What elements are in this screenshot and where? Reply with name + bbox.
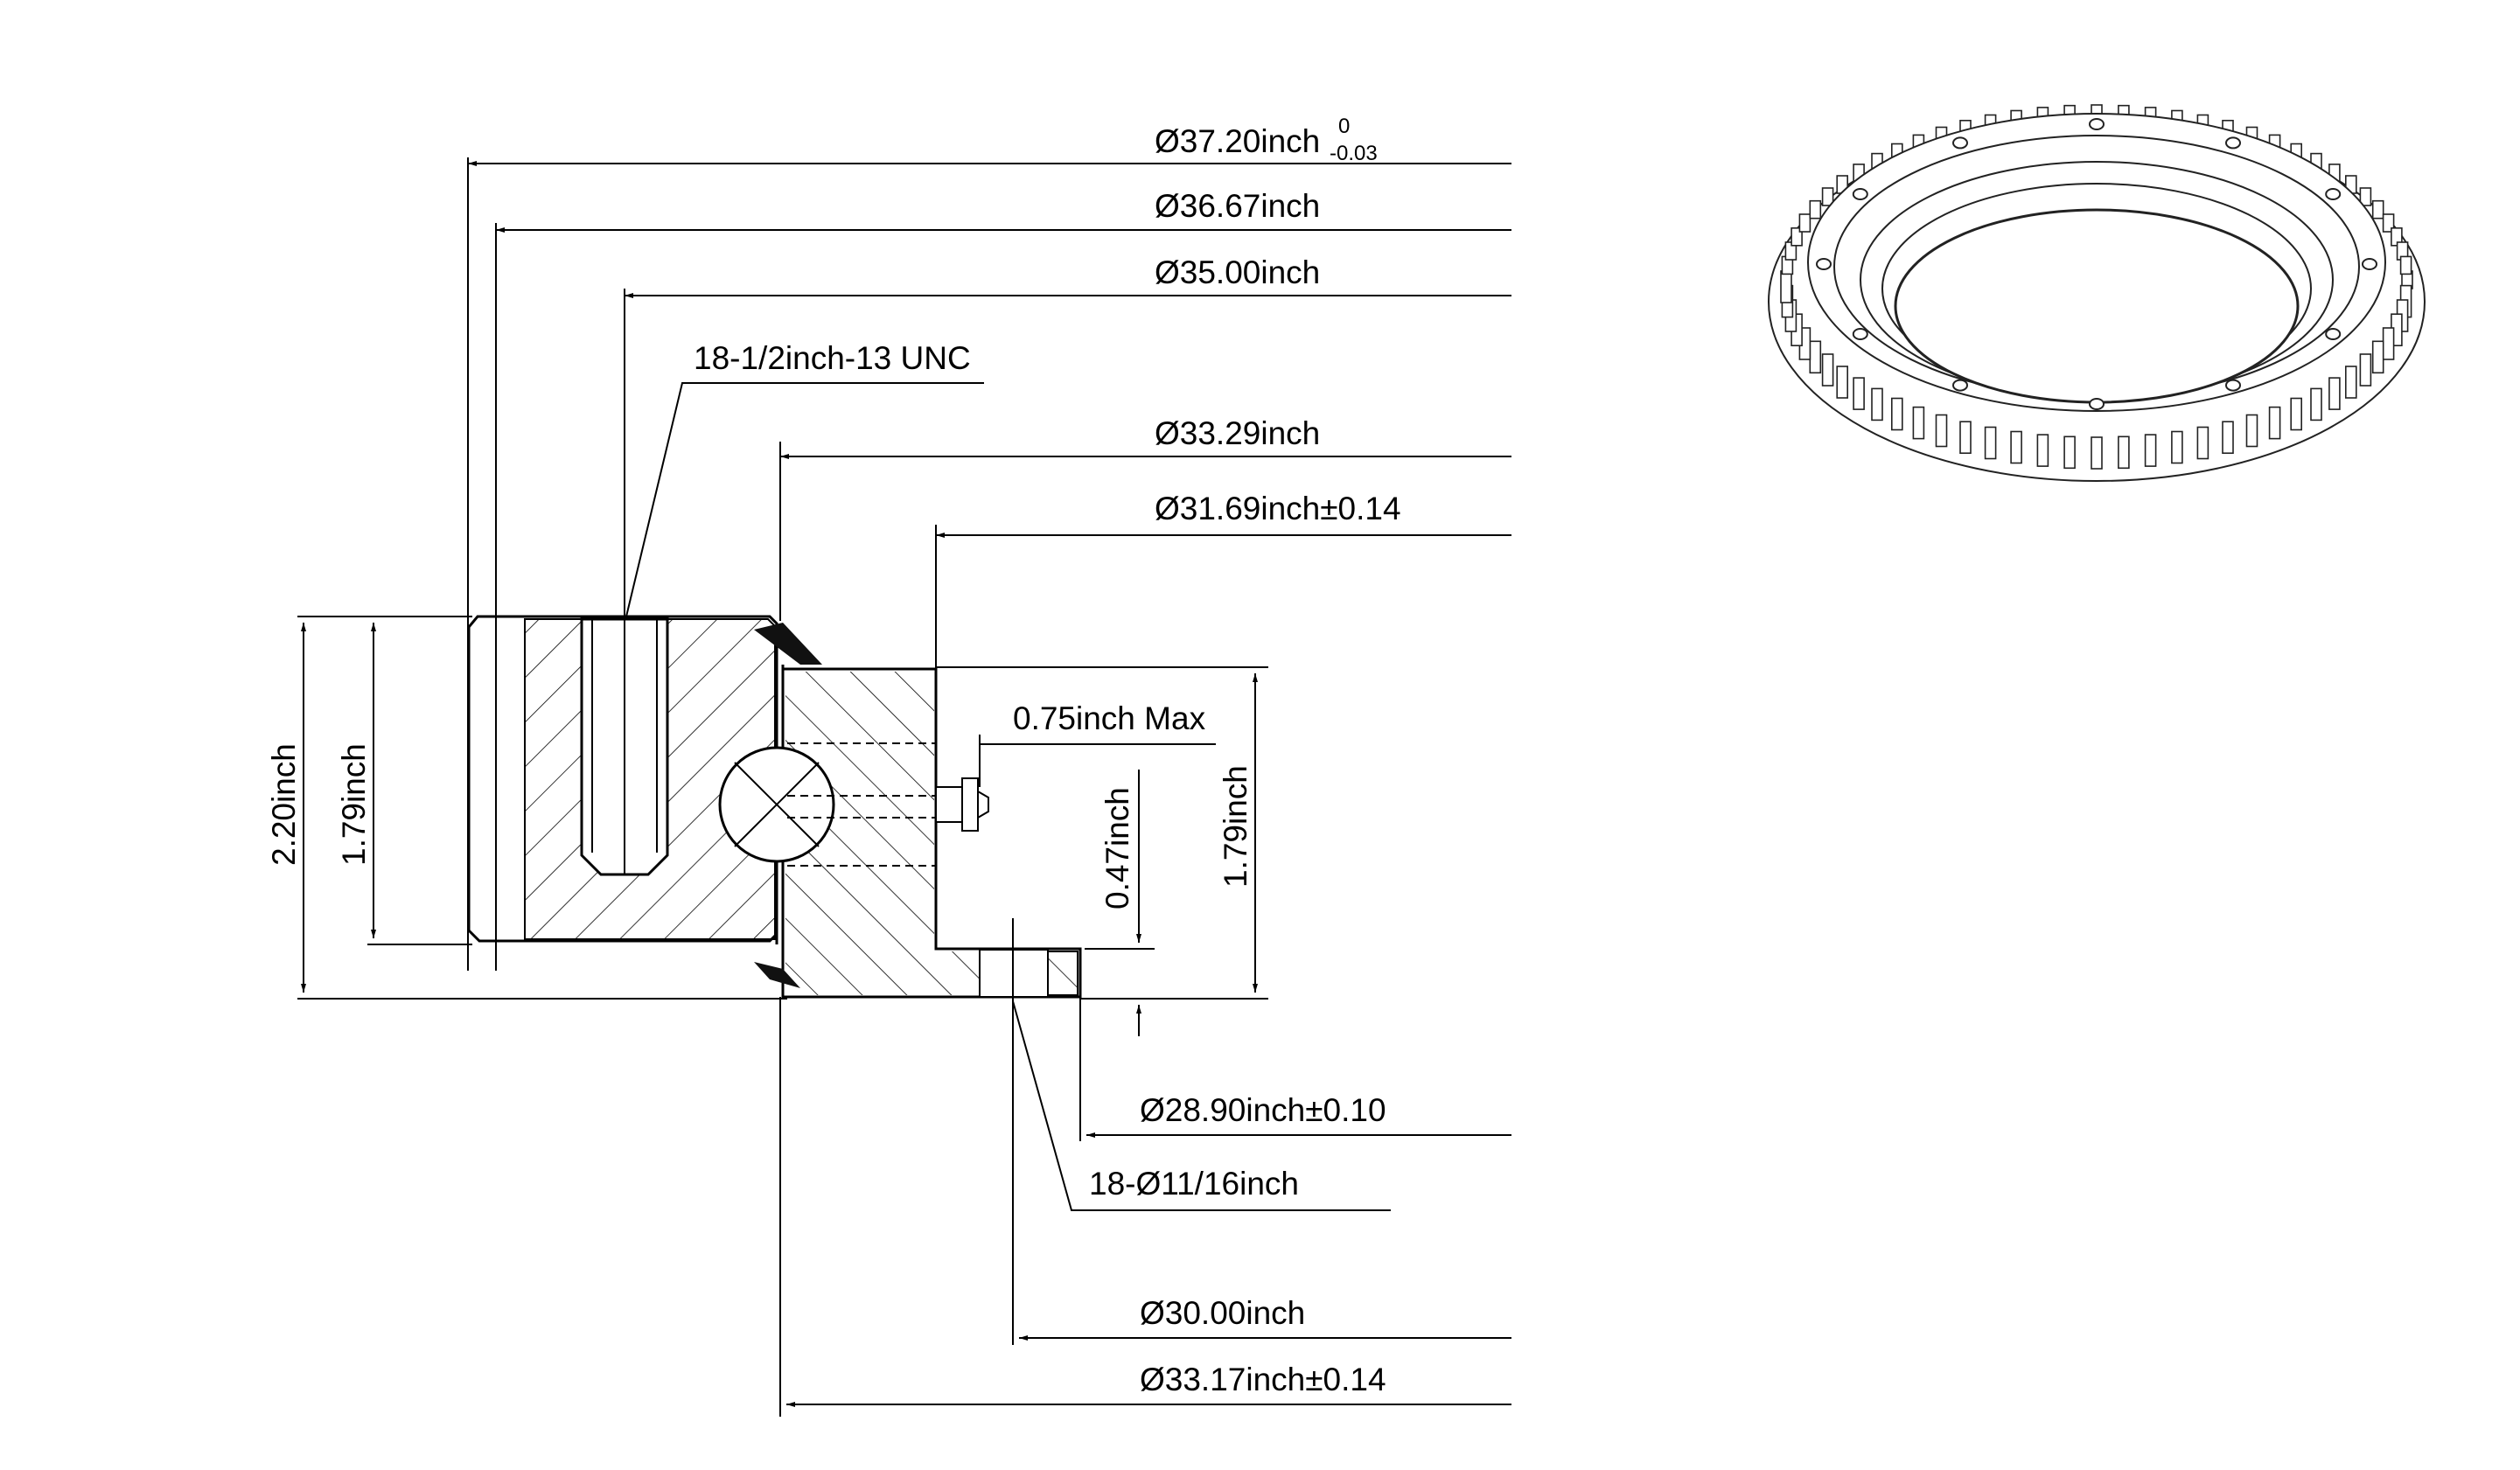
gear-tooth [2118,435,2130,470]
gear-tooth [2196,426,2209,460]
bolt-hole [1952,379,1968,392]
gear-tooth [2359,353,2372,387]
tolerance-lower: -0.03 [1330,142,1378,165]
bore [1894,208,2300,404]
inner-ring-height-label: 1.79inch [1218,765,1253,888]
gear-tooth [2268,406,2281,440]
gear-tooth [1821,353,1834,387]
dia-3000-label: Ø30.00inch [1140,1295,1305,1331]
gear-tooth [2382,327,2395,360]
gear-tooth [1809,340,1822,374]
bolt-hole [1816,258,1832,270]
bolt-hole [2225,379,2241,392]
gear-tooth [1836,366,1848,399]
gear-tooth [2359,187,2372,206]
total-height-label: 2.20inch [266,743,302,866]
gear-tooth [1935,414,1948,448]
gear-tooth [1959,421,1972,455]
gear-tooth [2328,377,2341,410]
gear-tooth [1821,187,1834,206]
gear-tooth [1912,406,1925,440]
bolt-hole [1952,136,1968,150]
gear-tooth [2063,435,2076,470]
tolerance-upper: 0 [1338,115,1350,138]
gear-tooth [2371,199,2384,219]
dia-3317-label: Ø33.17inch±0.14 [1140,1362,1386,1397]
gear-tooth [2290,397,2302,431]
gear-tooth [1891,397,1903,431]
thread-label: 18-1/2inch-13 UNC [694,340,971,376]
outer-ring-height-label: 1.79inch [336,743,372,866]
gear-tooth [2036,434,2049,467]
bolt-hole [2089,118,2105,130]
mount-holes-label: 18-Ø11/16inch [1089,1166,1299,1202]
gear-tooth [1984,426,1997,460]
gear-tooth [2010,430,2022,464]
inner-ring-hatch [785,672,980,995]
bolt-hole [2225,136,2241,150]
upper-seal [754,623,822,665]
gear-tooth [1809,199,1822,219]
lube-height-label: 0.75inch Max [1013,700,1206,736]
bolt-hole [2325,328,2342,340]
dimension-lines [297,157,1511,1417]
bolt-hole [2089,398,2105,410]
gear-tooth [2171,430,2183,464]
gear-tooth [2144,434,2157,467]
flange-nose [1047,951,1079,996]
gear-tooth [2222,421,2234,455]
grease-fitting [935,777,989,832]
flange-thickness-label: 0.47inch [1099,787,1135,909]
bolt-holes [1816,118,2377,410]
gear-tooth [1853,377,1865,410]
gear-tooth [1798,213,1811,233]
bolt-hole [1852,328,1868,340]
gear-tooth [2310,387,2322,421]
dimension-labels: Ø37.20inch 0 -0.03 Ø36.67inch Ø35.00inch… [266,115,1401,1397]
outer-diameter-label: Ø37.20inch [1155,123,1320,159]
bolt-hole [2362,258,2377,270]
gear-tooth [1780,270,1792,303]
dia-2890-label: Ø28.90inch±0.10 [1140,1092,1386,1128]
gear-tooth [2345,366,2357,399]
bolt-hole [2325,188,2342,200]
section-view [467,615,1082,1006]
gear-tooth [2371,340,2384,374]
dia-3500-label: Ø35.00inch [1155,254,1320,290]
dia-3329-label: Ø33.29inch [1155,415,1320,451]
gear-tooth [1871,387,1883,421]
dia-3169-label: Ø31.69inch±0.14 [1155,491,1401,526]
dia-3667-label: Ø36.67inch [1155,188,1320,224]
gear-tooth [2399,255,2412,275]
lower-seal [754,962,800,988]
slewing-ring-iso-view [1768,104,2426,482]
gear-tooth [2245,414,2258,448]
gear-tooth [2091,436,2103,470]
bolt-hole [1852,188,1868,200]
